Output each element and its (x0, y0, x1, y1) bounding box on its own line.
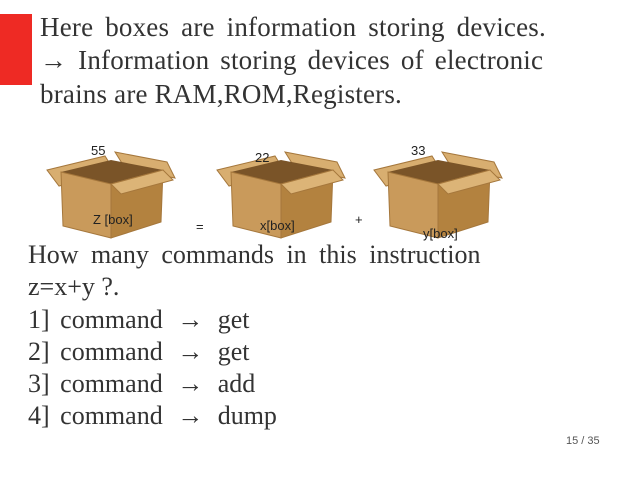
heading-line-3: brains are RAM,ROM,Registers. (40, 79, 403, 109)
arrow-right-icon: → (177, 337, 204, 366)
command-word: command (60, 337, 163, 366)
page-number: 15 / 35 (566, 435, 600, 447)
box-2-label: x[box] (260, 218, 295, 233)
command-action: get (217, 305, 250, 334)
box-1-value: 55 (91, 143, 106, 158)
arrow-right-icon: → (177, 305, 204, 334)
command-action: dump (217, 401, 277, 430)
box-2-value: 22 (255, 150, 270, 165)
arrow-right-icon: → (177, 401, 204, 430)
command-action: get (217, 337, 250, 366)
question-line-2: z=x+y ?. (28, 272, 120, 301)
command-item: 1] command → get (28, 305, 249, 335)
equals-operator: = (196, 219, 204, 234)
command-word: command (60, 305, 163, 334)
command-index: 4] (28, 401, 50, 430)
command-word: command (60, 369, 163, 398)
question-line-1: How many commands in this instruction (28, 240, 481, 269)
arrow-right-icon: → (177, 369, 204, 398)
cardboard-box-icon (46, 151, 176, 239)
command-action: add (217, 369, 256, 398)
command-index: 3] (28, 369, 50, 398)
command-item: 2] command → get (28, 337, 249, 367)
cardboard-box-icon (216, 151, 346, 239)
command-index: 2] (28, 337, 50, 366)
box-3-label: y[box] (423, 226, 458, 241)
command-item: 3] command → add (28, 369, 255, 399)
cardboard-box-icon (373, 151, 503, 239)
heading-line-2: → Information storing devices of electro… (40, 45, 544, 75)
plus-operator: + (355, 212, 363, 227)
box-3-value: 33 (411, 143, 426, 158)
box-1-label: Z [box] (93, 212, 133, 227)
accent-bar (0, 14, 32, 85)
command-item: 4] command → dump (28, 401, 277, 431)
heading-line-1: Here boxes are information storing devic… (40, 12, 546, 42)
command-index: 1] (28, 305, 50, 334)
command-word: command (60, 401, 163, 430)
